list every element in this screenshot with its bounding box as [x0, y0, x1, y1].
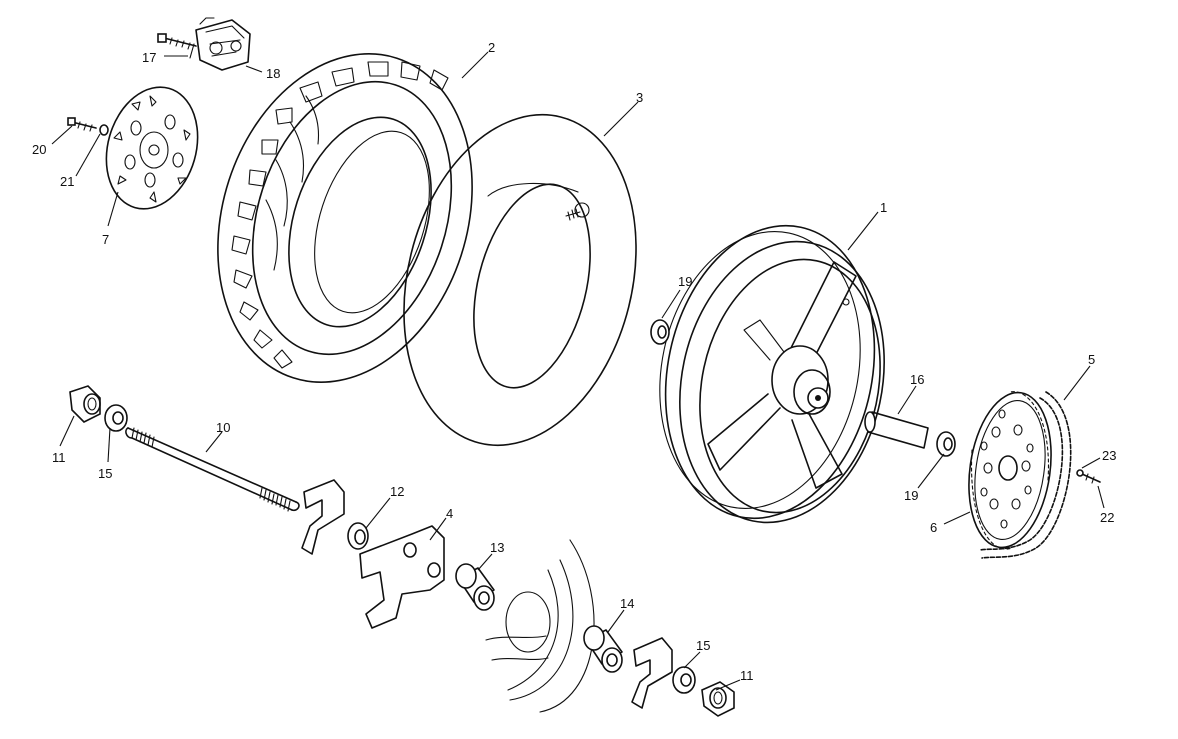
part-axle-washer-right [672, 666, 696, 694]
part-bearing-left [650, 319, 670, 345]
part-chain-adjuster-right [631, 637, 673, 709]
callout-2: 2 [488, 40, 495, 55]
part-disc-bolt [67, 117, 97, 132]
callout-23: 23 [1102, 448, 1116, 463]
callout-19-left: 19 [678, 274, 692, 289]
callout-19-right: 19 [904, 488, 918, 503]
callout-labels: 1 2 3 4 5 6 7 10 11 11 12 13 14 15 15 16… [32, 40, 1116, 683]
part-sprocket-bolt [1076, 469, 1101, 484]
part-axle-washer-left [104, 404, 128, 432]
callout-7: 7 [102, 232, 109, 247]
part-inner-tube [403, 113, 637, 447]
callout-18: 18 [266, 66, 280, 81]
callout-10: 10 [216, 420, 230, 435]
part-bracket [359, 525, 445, 629]
callout-16: 16 [910, 372, 924, 387]
part-bearing-right [936, 431, 956, 457]
part-wheel-sketch [485, 539, 595, 713]
callout-11-right: 11 [740, 668, 754, 683]
part-tyre [217, 53, 473, 383]
part-brake-caliper [195, 17, 251, 71]
part-sprocket [968, 391, 1052, 550]
callout-14: 14 [620, 596, 634, 611]
part-spacer-ring [347, 522, 369, 550]
callout-11-left: 11 [52, 450, 66, 465]
part-disc-washer [99, 124, 109, 136]
leader-lines [51, 51, 1105, 691]
part-axle-nut-left [69, 385, 101, 423]
part-axle-nut-right [701, 681, 735, 717]
callout-22: 22 [1100, 510, 1114, 525]
callout-15-right: 15 [696, 638, 710, 653]
callout-3: 3 [636, 90, 643, 105]
callout-6: 6 [930, 520, 937, 535]
part-chain [979, 391, 1072, 559]
callout-4: 4 [446, 506, 453, 521]
part-hub-spacer [864, 411, 929, 449]
callout-17: 17 [142, 50, 156, 65]
part-brake-disc [105, 86, 199, 210]
callout-13: 13 [490, 540, 504, 555]
part-wheel-rim [659, 224, 885, 524]
callout-12: 12 [390, 484, 404, 499]
callout-15-left: 15 [98, 466, 112, 481]
tube-valve-icon [565, 202, 590, 221]
part-axle [125, 427, 300, 512]
part-chain-adjuster-left [301, 479, 345, 555]
callout-1: 1 [880, 200, 887, 215]
part-spacer-tube-right [583, 625, 623, 673]
callout-20: 20 [32, 142, 46, 157]
callout-5: 5 [1088, 352, 1095, 367]
part-caliper-bolt [157, 33, 197, 59]
callout-21: 21 [60, 174, 74, 189]
part-spacer-tube [455, 563, 495, 611]
